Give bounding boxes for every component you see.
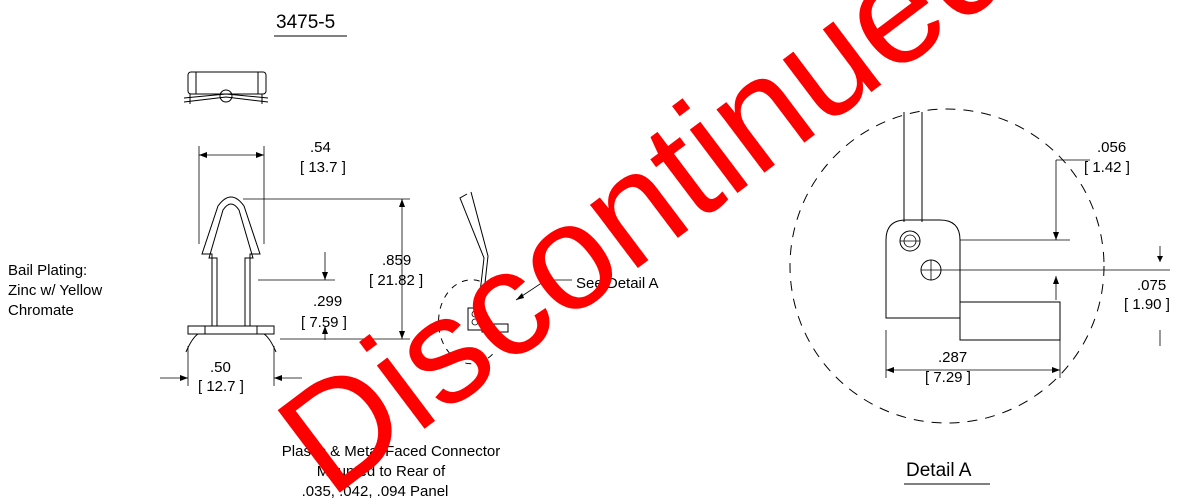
dim-width-base-mm: [ 12.7 ]	[198, 378, 244, 395]
svg-text:Zinc w/ Yellow: Zinc w/ Yellow	[8, 282, 102, 299]
detail-callout-circle	[438, 279, 497, 365]
detail-dim-offset-mm: [ 1.90 ]	[1124, 296, 1170, 313]
discontinued-watermark: Discontinued	[248, 0, 1042, 504]
svg-text:Mounted to Rear of: Mounted to Rear of	[317, 463, 446, 480]
detail-dim-length-in: .287	[938, 349, 967, 366]
dim-height-lower-in: .299	[313, 293, 342, 310]
dim-height-total: .859 [ 21.82 ]	[243, 198, 423, 340]
detail-dim-offset-in: .075	[1137, 277, 1166, 294]
part-number: 3475-5	[276, 12, 335, 33]
dim-width-top: .54 [ 13.7 ]	[198, 139, 346, 244]
dim-height-total-mm: [ 21.82 ]	[369, 272, 423, 289]
detail-a-circle	[789, 108, 1105, 424]
dim-height-lower-mm: [ 7.59 ]	[301, 314, 347, 331]
svg-text:Chromate: Chromate	[8, 302, 74, 319]
detail-dim-length-mm: [ 7.29 ]	[925, 369, 971, 386]
svg-text:.035, .042, .094 Panel: .035, .042, .094 Panel	[302, 483, 449, 500]
svg-text:Bail Plating:: Bail Plating:	[8, 262, 87, 279]
detail-a: .056 [ 1.42 ] .075 [ 1.90 ] .287 [ 7.29 …	[789, 108, 1170, 485]
dim-width-base-in: .50	[210, 359, 231, 376]
bail-plating-note: Bail Plating: Zinc w/ Yellow Chromate	[8, 262, 102, 319]
svg-text:Plastic & Metal Faced Connecto: Plastic & Metal Faced Connector	[282, 443, 500, 460]
dim-height-total-in: .859	[382, 252, 411, 269]
see-detail-label: See Detail A	[576, 275, 659, 292]
dim-width-top-in: .54	[310, 139, 331, 156]
detail-a-title: Detail A	[906, 460, 972, 481]
clip-front-view	[185, 196, 277, 353]
mounting-note: Plastic & Metal Faced Connector Mounted …	[282, 443, 500, 500]
detail-dim-thickness-in: .056	[1097, 139, 1126, 156]
dim-width-base: .50 [ 12.7 ]	[160, 346, 302, 395]
clip-top-view	[183, 71, 269, 104]
dim-height-lower: .299 [ 7.59 ]	[258, 252, 347, 340]
dim-width-top-mm: [ 13.7 ]	[300, 159, 346, 176]
detail-dim-thickness-mm: [ 1.42 ]	[1084, 159, 1130, 176]
clip-side-view: See Detail A	[438, 191, 659, 365]
